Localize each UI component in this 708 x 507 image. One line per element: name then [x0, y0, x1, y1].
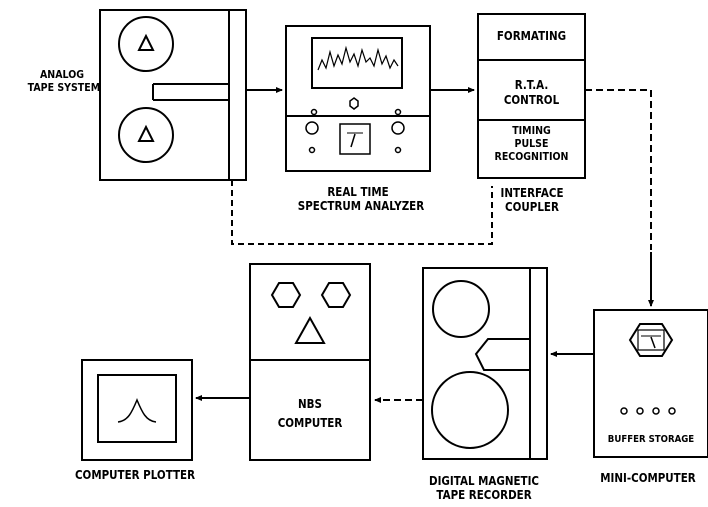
nbs-label-line2: COMPUTER [258, 414, 361, 433]
upper-reel-triangle-icon [139, 36, 153, 50]
lower-reel-triangle-icon [139, 127, 153, 141]
spectrum-analyzer-label: REAL TIME SPECTRUM ANALYZER [298, 185, 418, 213]
analyzer-meter-icon [340, 124, 370, 154]
rta-label-line1: R.T.A. [485, 78, 577, 93]
timing-label-line1: TIMING [485, 124, 577, 137]
plotter-curve [118, 400, 156, 422]
spectrum-label-line1: REAL TIME [298, 185, 418, 199]
analog-tape-label-line2: TAPE SYSTEM [28, 81, 97, 94]
coupler-label-line2: COUPLER [489, 200, 575, 214]
computer-plotter-label: COMPUTER PLOTTER [71, 469, 200, 482]
recorder-label-line2: TAPE RECORDER [424, 488, 544, 502]
analog-tape-label-line1: ANALOG [28, 68, 97, 81]
digital-tape-recorder-label: DIGITAL MAGNETIC TAPE RECORDER [424, 474, 544, 502]
upper-tape-reel [433, 281, 489, 337]
interface-coupler-label: INTERFACE COUPLER [489, 186, 575, 214]
formating-label: FORMATING [485, 30, 577, 43]
lower-tape-reel [432, 372, 508, 448]
right-hexagon-icon [322, 283, 350, 307]
recorder-label-line1: DIGITAL MAGNETIC [424, 474, 544, 488]
coupler-label-line1: INTERFACE [489, 186, 575, 200]
analog-tape-system-label: ANALOG TAPE SYSTEM [28, 68, 97, 94]
computer-plotter [82, 360, 192, 460]
analog-tape-system [100, 10, 246, 180]
rta-control-label: R.T.A. CONTROL [485, 78, 577, 108]
left-knob-icon [306, 122, 318, 134]
mini-computer-label: MINI-COMPUTER [596, 472, 699, 485]
upper-reel [119, 17, 173, 71]
plotter-screen [98, 375, 176, 442]
tape-head [476, 339, 530, 370]
left-hexagon-icon [272, 283, 300, 307]
meter-hexagon-icon [630, 324, 672, 356]
digital-tape-recorder [423, 268, 547, 459]
spectrum-analyzer [286, 26, 430, 171]
timing-pulse-label: TIMING PULSE RECOGNITION [485, 124, 577, 163]
center-knob-icon [350, 98, 358, 109]
timing-label-line2: PULSE [485, 137, 577, 150]
timing-label-line3: RECOGNITION [485, 150, 577, 163]
spectrum-label-line2: SPECTRUM ANALYZER [298, 199, 418, 213]
lower-reel [119, 108, 173, 162]
buffer-storage-label: BUFFER STORAGE [602, 433, 700, 446]
right-knob-icon [392, 122, 404, 134]
dashed-coupler-link [585, 90, 651, 250]
nbs-computer-label: NBS COMPUTER [258, 395, 361, 433]
nbs-label-line1: NBS [258, 395, 361, 414]
rta-label-line2: CONTROL [485, 93, 577, 108]
spectrum-trace [318, 48, 398, 70]
nbs-triangle-icon [296, 318, 324, 343]
